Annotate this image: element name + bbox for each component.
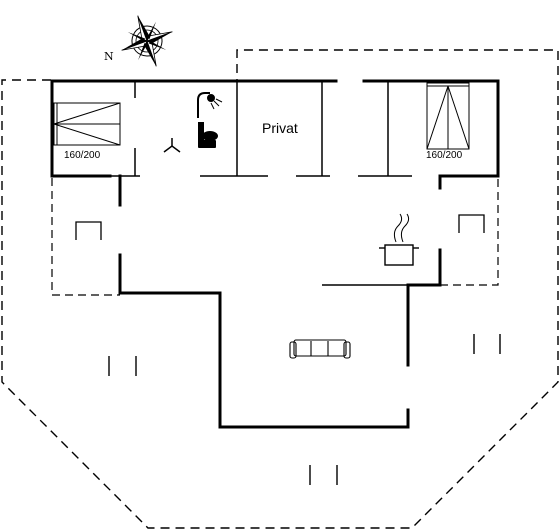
toilet-icon [198,122,218,148]
sofa-icon [289,339,351,359]
compass-north-label: N [104,50,114,63]
compass-rose-icon [121,15,173,67]
terrace-chair-icon [75,221,102,240]
private-room-label: Privat [262,120,298,136]
right-bed-size-label: 160/200 [426,150,463,161]
terrace-chair-icon [458,214,485,233]
double-bed-icon [426,82,470,150]
shower-icon [197,92,223,118]
left-bed-size-label: 160/200 [64,150,101,161]
walls [50,79,500,429]
cooking-pot-icon [379,213,419,266]
double-bed-icon [53,102,121,146]
furniture-marks [108,334,501,485]
interior-partitions [110,81,412,286]
outdoor-area-lines [51,178,499,296]
